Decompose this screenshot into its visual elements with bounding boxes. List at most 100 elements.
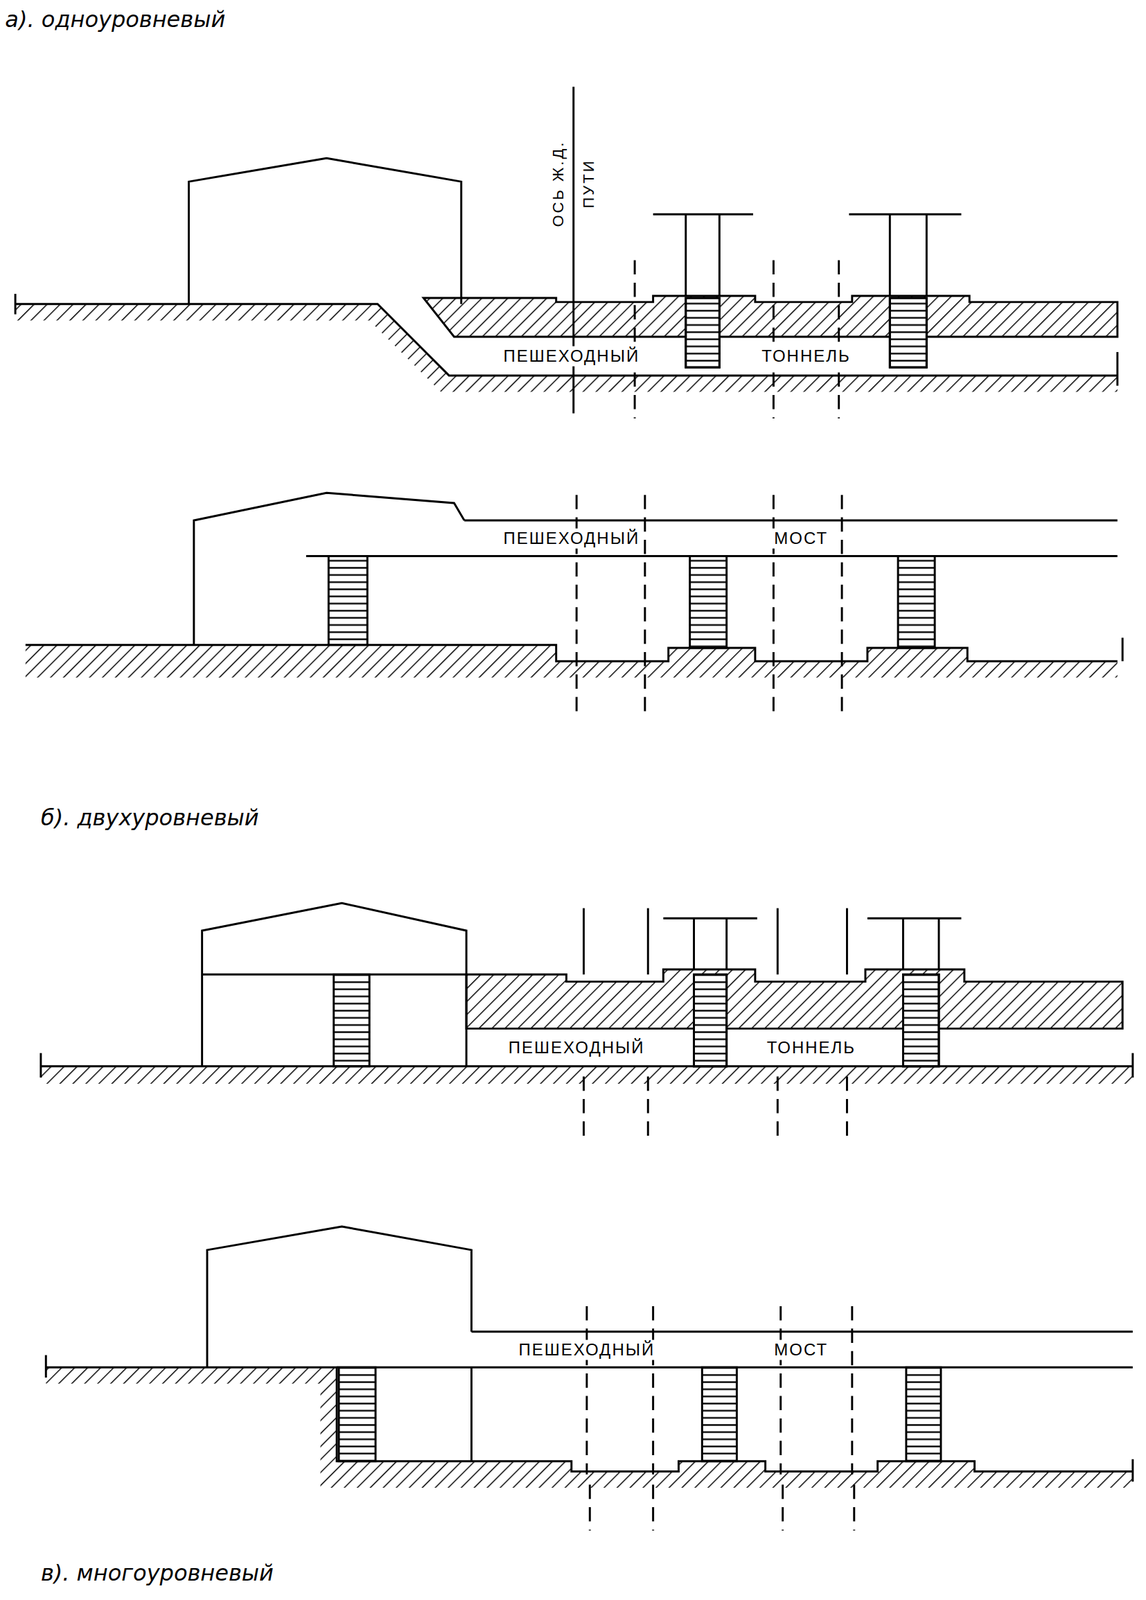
stairs	[694, 974, 727, 1067]
stairs	[328, 556, 935, 649]
end-tick	[1116, 351, 1119, 386]
stairs	[333, 974, 370, 1067]
stairs	[328, 556, 368, 646]
band-label: ТОННЕЛЬ	[764, 1037, 859, 1058]
canopy	[663, 918, 962, 970]
band-label: ПЕШЕХОДНЫЙ	[500, 528, 643, 549]
track-axis-dashed	[633, 260, 637, 419]
multi-level-bridge-section	[45, 1226, 1133, 1531]
track-axis	[583, 908, 847, 975]
stairs	[338, 1367, 376, 1461]
canopy	[653, 213, 754, 216]
ground-hatch	[45, 1367, 1133, 1488]
single-level-bridge-section	[25, 492, 1123, 715]
pedestrian-tunnel: ПЕШЕХОДНЫЙТОННЕЛЬ	[466, 1028, 1123, 1067]
canopy	[938, 918, 941, 970]
bridge-top	[464, 519, 1118, 522]
band-label: ПЕШЕХОДНЫЙ	[500, 346, 643, 367]
two-level-tunnel-section	[40, 902, 1133, 1143]
track-axis-dashed	[852, 1484, 855, 1531]
track-axis-dashed	[651, 1306, 655, 1475]
band-label: ТОННЕЛЬ	[758, 346, 853, 367]
track-axis-dashed	[651, 1484, 655, 1531]
end-tick	[14, 293, 17, 314]
end-tick	[1131, 1053, 1134, 1078]
track-axis-dashed	[585, 1306, 588, 1475]
end-tick	[1121, 637, 1124, 661]
stairs	[701, 1367, 737, 1461]
station-sections	[15, 86, 1133, 1531]
section-heading: б). двухуровневый	[40, 804, 260, 831]
ground-line	[40, 1064, 1133, 1068]
building-wall	[470, 1367, 473, 1461]
stairs	[690, 556, 727, 649]
ground-line	[45, 1367, 1133, 1471]
canopy	[925, 214, 928, 296]
stairs	[897, 556, 935, 649]
ground-hatch	[40, 1066, 1133, 1084]
track-axis-dashed	[779, 1306, 782, 1475]
band-label: ПЕШЕХОДНЫЙ	[516, 1339, 659, 1360]
pedestrian-bridge: ПЕШЕХОДНЫЙМОСТ	[464, 520, 1118, 557]
axis-label: ОСЬ Ж.Д. ПУТИ	[543, 124, 605, 243]
canopy	[692, 918, 695, 970]
stairs	[338, 1367, 941, 1461]
canopy	[684, 214, 687, 296]
track-axis	[845, 908, 849, 975]
band-label: МОСТ	[771, 1339, 831, 1360]
canopy	[725, 918, 728, 970]
track-axis-dashed	[647, 1076, 650, 1144]
tunnel-slab	[423, 295, 1118, 337]
canopy	[718, 214, 721, 296]
stairs	[694, 974, 727, 1067]
station-building	[207, 1226, 472, 1368]
track-axis-dashed	[634, 260, 840, 419]
track-axis	[776, 908, 779, 975]
track-axis-dashed	[583, 1076, 847, 1144]
canopy	[867, 917, 962, 920]
tunnel-slab	[466, 969, 1123, 1029]
stairs	[889, 297, 927, 368]
track-axis-dashed	[582, 1076, 585, 1144]
track-axis-dashed	[772, 260, 775, 419]
track-axis	[582, 908, 585, 975]
end-tick	[45, 1355, 48, 1378]
canopy	[888, 214, 892, 296]
stairs	[685, 297, 720, 368]
station-building	[202, 902, 467, 1067]
section-heading: в). многоуровневый	[40, 1559, 274, 1586]
track-axis	[647, 908, 650, 975]
ground-line	[25, 645, 1118, 662]
bridge-top	[471, 1330, 1133, 1333]
track-axis-dashed	[781, 1484, 784, 1531]
single-level-tunnel-section	[15, 86, 1118, 419]
stairs	[685, 297, 720, 368]
stairs	[889, 297, 927, 368]
stairs	[902, 974, 939, 1067]
end-tick	[1131, 1459, 1134, 1482]
ground-hatch	[25, 645, 1118, 678]
section-heading: а). одноуровневый	[4, 6, 226, 33]
track-axis-dashed	[643, 494, 646, 715]
track-axis-dashed	[837, 260, 840, 419]
stairs	[694, 974, 939, 1067]
pedestrian-tunnel: ПЕШЕХОДНЫЙ ТОННЕЛЬ	[453, 336, 1117, 376]
pedestrian-bridge: ПЕШЕХОДНЫЙ МОСТ	[471, 1331, 1133, 1368]
canopy	[902, 918, 905, 970]
track-axis-dashed	[841, 494, 844, 715]
end-tick	[39, 1053, 42, 1078]
stairs	[685, 297, 928, 368]
stairs	[906, 1367, 941, 1461]
canopy	[663, 917, 758, 920]
track-axis-dashed	[776, 1076, 779, 1144]
stairs	[902, 974, 939, 1067]
track-axis-dashed	[850, 1306, 853, 1475]
track-axis-dashed	[845, 1076, 849, 1144]
station-building	[188, 157, 461, 305]
canopy	[653, 214, 962, 296]
track-axis-dashed	[588, 1484, 592, 1531]
station-building	[194, 492, 465, 645]
